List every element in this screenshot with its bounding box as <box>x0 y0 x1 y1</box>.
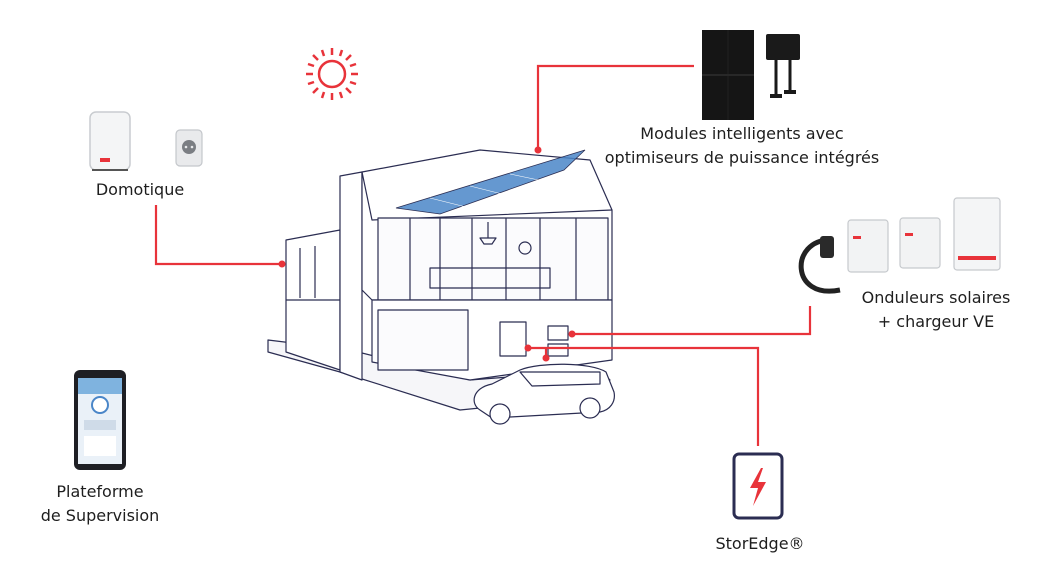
label-plateforme-line1: Plateforme <box>56 482 144 501</box>
label-storedge: StorEdge® <box>700 532 820 556</box>
solar-module-icon <box>702 30 754 120</box>
label-domotique-text: Domotique <box>95 180 185 199</box>
connector-inverters <box>572 306 812 336</box>
label-onduleurs-line1: Onduleurs solaires <box>861 288 1011 307</box>
ev-charger-icon <box>798 236 841 294</box>
connector-lines <box>154 64 812 446</box>
inverter-2-icon <box>899 217 941 269</box>
label-onduleurs-line2: + chargeur VE <box>877 312 995 331</box>
sun-icon <box>306 48 358 100</box>
house-illustration <box>267 149 615 425</box>
label-modules-line1: Modules intelligents avec <box>640 124 844 143</box>
label-storedge-text: StorEdge® <box>715 534 805 553</box>
label-modules: Modules intelligents avec optimiseurs de… <box>592 122 892 170</box>
connector-domotique <box>154 205 282 266</box>
smartphone-icon <box>74 370 126 470</box>
connector-storedge <box>528 346 760 446</box>
connector-modules <box>536 64 694 150</box>
connector-dots <box>278 146 576 362</box>
smart-switch-icon <box>89 111 131 171</box>
smart-plug-icon <box>175 129 203 167</box>
label-plateforme-line2: de Supervision <box>40 506 160 525</box>
roof-solar-panels <box>395 149 586 215</box>
label-modules-line2: optimiseurs de puissance intégrés <box>604 148 880 167</box>
storedge-battery-icon <box>732 452 784 520</box>
optimizer-icon <box>766 34 800 98</box>
inverter-3-icon <box>953 197 1001 271</box>
label-onduleurs: Onduleurs solaires + chargeur VE <box>846 286 1026 334</box>
inverter-1-icon <box>847 219 889 273</box>
label-plateforme: Plateforme de Supervision <box>20 480 180 528</box>
label-domotique: Domotique <box>80 178 200 202</box>
